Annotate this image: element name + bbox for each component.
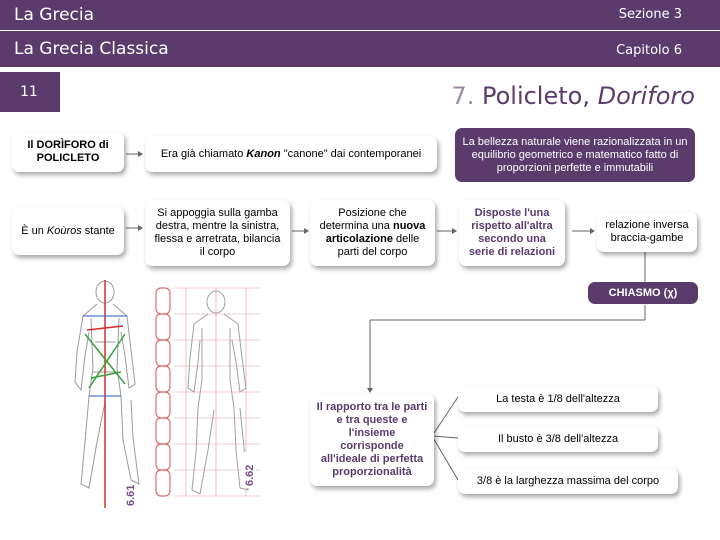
- ratio-text: Il rapporto tra le parti e tra queste e …: [316, 401, 428, 478]
- bust-ratio-box: Il busto è 3/8 dell'altezza: [458, 426, 658, 452]
- ratio-box: Il rapporto tra le parti e tra queste e …: [310, 394, 434, 486]
- beauty-text: La bellezza naturale viene razionalizzat…: [462, 135, 688, 174]
- doryphoros-drawing: [74, 280, 140, 508]
- title-text: Policleto,: [481, 82, 590, 110]
- figure-number-left: 6.61: [125, 485, 137, 506]
- bust-ratio-text: Il busto è 3/8 dell'altezza: [497, 432, 619, 445]
- figure-number-right: 6.62: [244, 465, 256, 486]
- stance-text: Si appoggia sulla gamba destra, mentre l…: [154, 207, 281, 258]
- chiasmo-box: CHIASMO (χ): [588, 282, 698, 304]
- subheader-band: La Grecia Classica Capitolo 6: [0, 31, 720, 67]
- head-ratio-text: La testa è 1/8 dell'altezza: [496, 392, 620, 405]
- subtitle: La Grecia Classica: [14, 39, 169, 59]
- kouros-box: È un Koùros stante: [12, 207, 124, 255]
- canon-box: Era già chiamato Kanon "canone" dai cont…: [145, 136, 437, 172]
- inverse-relation-text: relazione inversa braccia-gambe: [605, 219, 689, 244]
- width-ratio-text: 3/8 è la larghezza massima del corpo: [476, 474, 660, 487]
- page-title: 7. Policleto, Doriforo: [0, 82, 695, 110]
- position-box: Posizione che determina una nuova artico…: [310, 200, 435, 266]
- title-work: Doriforo: [597, 82, 695, 110]
- inverse-relation-box: relazione inversa braccia-gambe: [597, 212, 697, 252]
- kouros-text: È un Koùros stante: [21, 224, 115, 237]
- chiasmo-text: CHIASMO (χ): [608, 286, 678, 299]
- section-label: Sezione 3: [618, 7, 682, 22]
- header-band: La Grecia Sezione 3: [0, 0, 720, 30]
- beauty-box: La bellezza naturale viene razionalizzat…: [455, 128, 695, 182]
- figure-label-left: 6.61: [125, 474, 137, 508]
- width-ratio-box: 3/8 è la larghezza massima del corpo: [458, 468, 678, 494]
- chapter-label: Capitolo 6: [616, 43, 682, 58]
- doriforo-heading-box: Il DORÌFORO di POLICLETO: [12, 132, 124, 172]
- proportion-grid-drawing: 6.62: [155, 287, 260, 497]
- canon-text: Era già chiamato Kanon "canone" dai cont…: [160, 147, 422, 160]
- stance-box: Si appoggia sulla gamba destra, mentre l…: [145, 200, 290, 266]
- position-text: Posizione che determina una nuova artico…: [319, 207, 426, 258]
- arranged-box: Disposte l'una rispetto all'altra second…: [459, 200, 565, 266]
- course-title: La Grecia: [14, 5, 95, 25]
- arranged-text: Disposte l'una rispetto all'altra second…: [468, 207, 556, 258]
- title-number: 7.: [451, 82, 475, 110]
- page-number: 11: [20, 84, 38, 100]
- page-number-tab: 11: [0, 72, 60, 112]
- doriforo-heading: Il DORÌFORO di POLICLETO: [27, 139, 109, 164]
- head-ratio-box: La testa è 1/8 dell'altezza: [458, 386, 658, 412]
